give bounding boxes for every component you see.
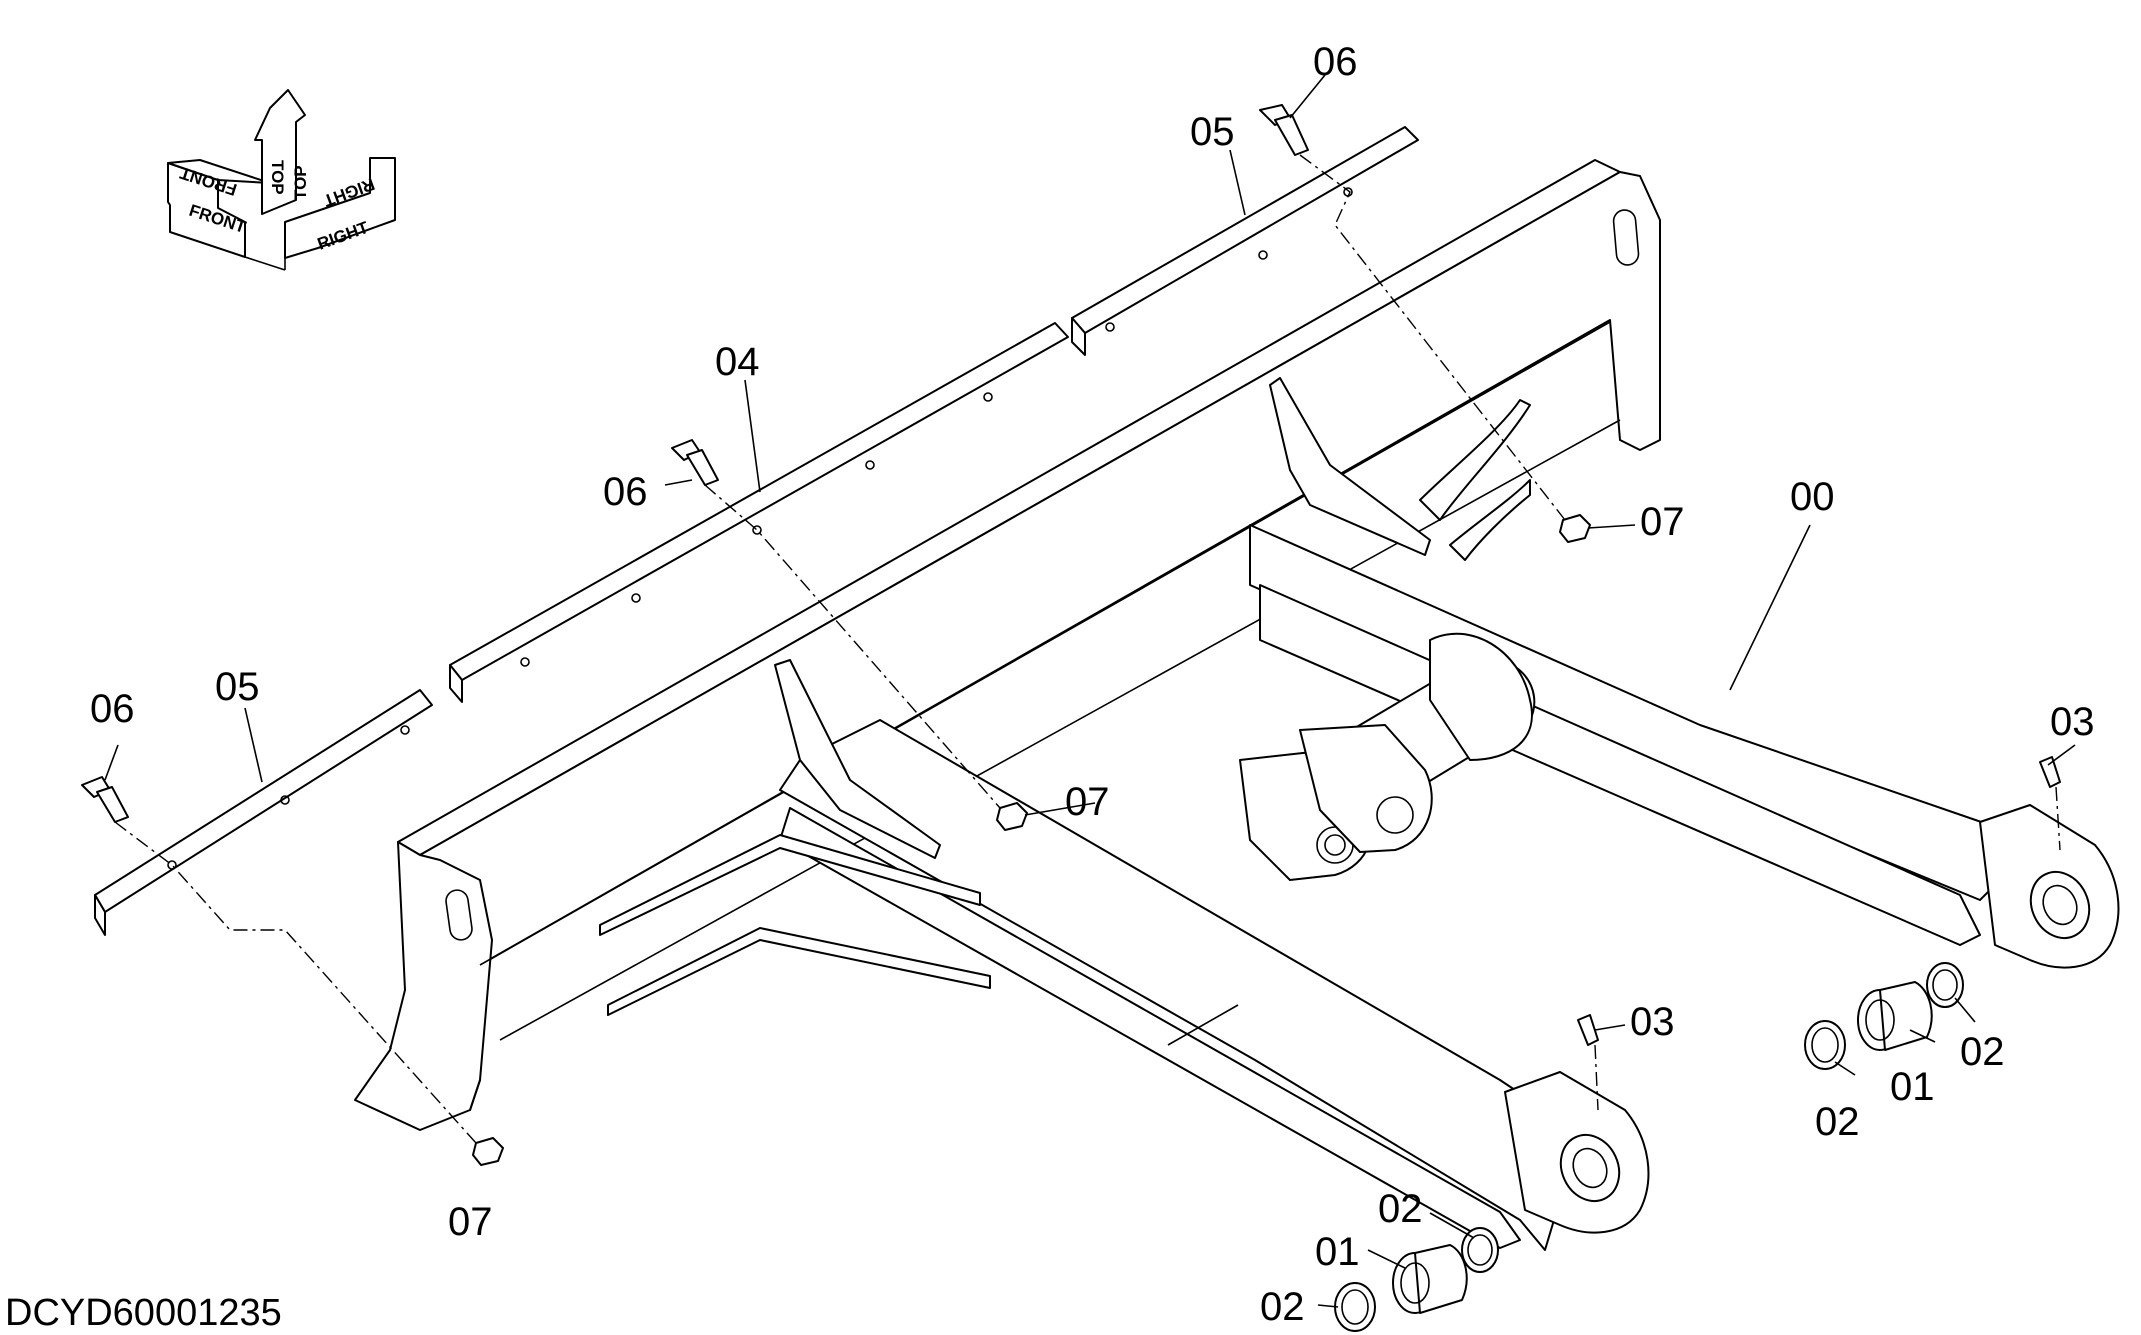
callout-labels: 06 05 04 06 07 00 07 05 06 03 03 02 01 0… [90,40,2095,1329]
nut-part-07-right [1559,514,1591,543]
bushing-part-01-right [1857,981,1933,1051]
frame-part-00 [354,159,2120,1251]
seal-part-02-left-outer [1334,1282,1376,1332]
callout-07-right: 07 [1640,500,1685,544]
nut-part-07-middle [996,802,1028,831]
grease-fitting-part-03-left [1577,1014,1599,1046]
grease-fitting-part-03-right [2039,756,2061,788]
callout-03-left: 03 [1630,1000,1675,1044]
callout-02-right-inner: 02 [1960,1030,2005,1074]
callout-03-right: 03 [2050,700,2095,744]
callout-01-left: 01 [1315,1230,1360,1274]
leader-lines [104,74,2076,1308]
callout-00: 00 [1790,475,1835,519]
callout-05-left: 05 [215,665,260,709]
seal-part-02-left-inner [1461,1227,1499,1273]
nut-part-07-left [472,1137,504,1166]
callout-06-top: 06 [1313,40,1358,84]
callout-01-right: 01 [1890,1065,1935,1109]
bolt-part-06-left [81,776,129,823]
seal-part-02-right-outer [1804,1020,1846,1070]
callout-07-middle: 07 [1065,780,1110,824]
callout-07-left: 07 [448,1200,493,1244]
bolt-part-06-top [1259,104,1309,156]
callout-04: 04 [715,340,760,384]
callout-05-top: 05 [1190,110,1235,154]
orientation-indicator: FRONT FRONT TOP TOP RIGHT RIGHT [167,89,396,271]
wear-strip-part-04 [449,322,1069,703]
top-label-mirrored: TOP [291,165,310,200]
callout-06-left: 06 [90,687,135,731]
bolt-part-06-middle [671,439,719,486]
bushing-part-01-left [1392,1244,1468,1314]
callout-02-left-inner: 02 [1378,1187,1423,1231]
drawing-code: DCYD60001235 [5,1292,282,1334]
callout-06-middle: 06 [603,470,648,514]
callout-02-right-outer: 02 [1815,1100,1860,1144]
wear-strip-part-05-left [94,689,433,936]
assembly-lines [114,154,2061,1144]
top-label: TOP [268,160,287,195]
seal-part-02-right-inner [1926,962,1964,1008]
callout-02-left-outer: 02 [1260,1285,1305,1329]
